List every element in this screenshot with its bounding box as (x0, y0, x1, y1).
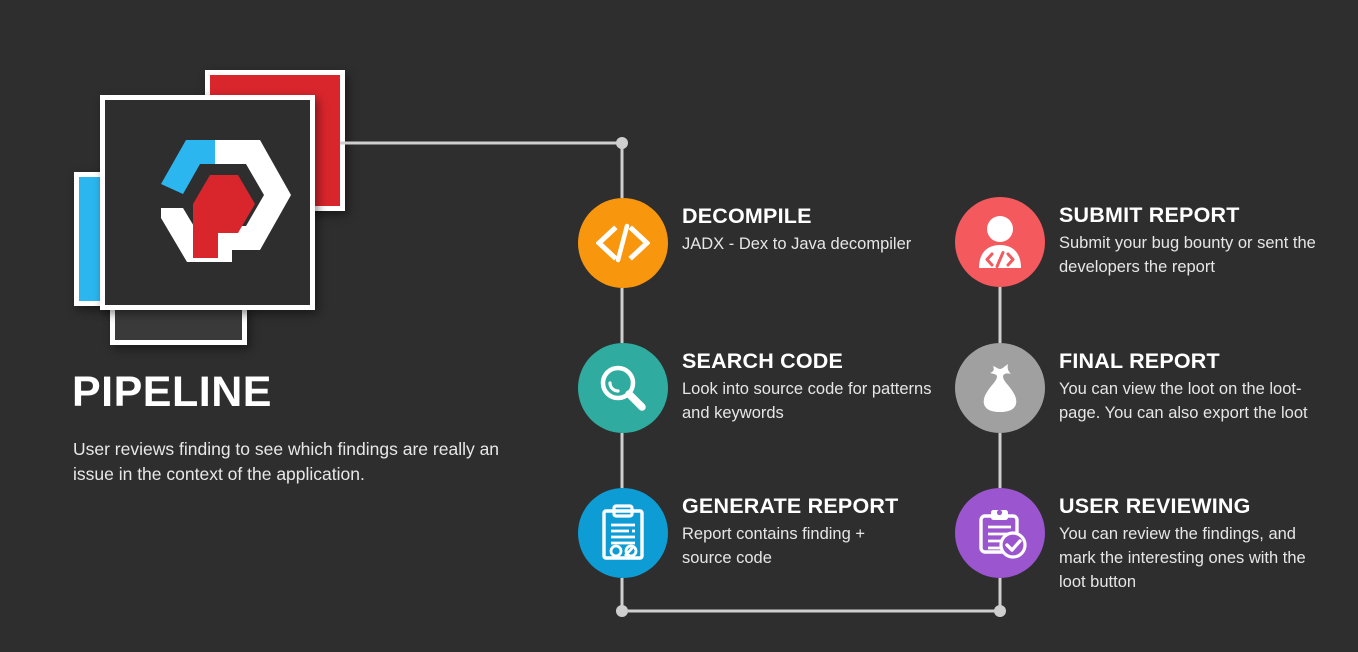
step-search-code-title: SEARCH CODE (682, 349, 844, 373)
step-generate-report-badge[interactable] (578, 488, 668, 578)
step-decompile-title: DECOMPILE (682, 204, 812, 228)
step-final-report-title: FINAL REPORT (1059, 349, 1220, 373)
step-decompile-description: JADX - Dex to Java decompiler (682, 235, 912, 253)
connector-node-bottom-left (616, 605, 628, 617)
step-user-reviewing-description: You can review the findings, and mark th… (1059, 525, 1306, 591)
page-title: PIPELINE (72, 368, 272, 416)
step-user-reviewing-text: USER REVIEWING You can review the findin… (1045, 488, 1324, 594)
step-submit-report-badge[interactable] (955, 197, 1045, 287)
step-final-report-text: FINAL REPORT You can view the loot on th… (1045, 343, 1324, 426)
clipboard-check-icon (979, 509, 1027, 559)
step-submit-report[interactable]: SUBMIT REPORT Submit your bug bounty or … (955, 197, 1324, 287)
step-generate-report[interactable]: GENERATE REPORT Report contains finding … (578, 488, 917, 578)
step-submit-report-description: Submit your bug bounty or sent the devel… (1059, 234, 1316, 276)
logo-card-main (100, 95, 315, 310)
step-search-code-description: Look into source code for patterns and k… (682, 380, 932, 422)
step-generate-report-title: GENERATE REPORT (682, 494, 899, 518)
step-final-report-description: You can view the loot on the loot-page. … (1059, 380, 1308, 422)
step-decompile-text: DECOMPILE JADX - Dex to Java decompiler (668, 198, 911, 257)
step-search-code[interactable]: SEARCH CODE Look into source code for pa… (578, 343, 942, 433)
code-brackets-icon (596, 223, 650, 263)
magnifier-icon (600, 365, 646, 411)
step-submit-report-title: SUBMIT REPORT (1059, 203, 1240, 227)
step-user-reviewing[interactable]: USER REVIEWING You can review the findin… (955, 488, 1324, 594)
step-generate-report-description: Report contains finding + source code (682, 525, 865, 567)
step-generate-report-text: GENERATE REPORT Report contains finding … (668, 488, 917, 571)
step-decompile[interactable]: DECOMPILE JADX - Dex to Java decompiler (578, 198, 911, 288)
step-submit-report-text: SUBMIT REPORT Submit your bug bounty or … (1045, 197, 1324, 280)
person-code-icon (979, 216, 1021, 268)
step-decompile-badge[interactable] (578, 198, 668, 288)
step-user-reviewing-title: USER REVIEWING (1059, 494, 1251, 518)
money-bag-icon (983, 364, 1017, 412)
connector-logo-to-decompile (340, 141, 624, 198)
step-search-code-badge[interactable] (578, 343, 668, 433)
connector-node-top (616, 137, 628, 149)
step-user-reviewing-badge[interactable] (955, 488, 1045, 578)
step-final-report-badge[interactable] (955, 343, 1045, 433)
step-final-report[interactable]: FINAL REPORT You can view the loot on th… (955, 343, 1324, 433)
step-search-code-text: SEARCH CODE Look into source code for pa… (668, 343, 942, 426)
clipboard-report-icon (602, 504, 644, 560)
page-description: User reviews finding to see which findin… (73, 439, 500, 484)
jadx-hexagon-logo (161, 140, 291, 262)
